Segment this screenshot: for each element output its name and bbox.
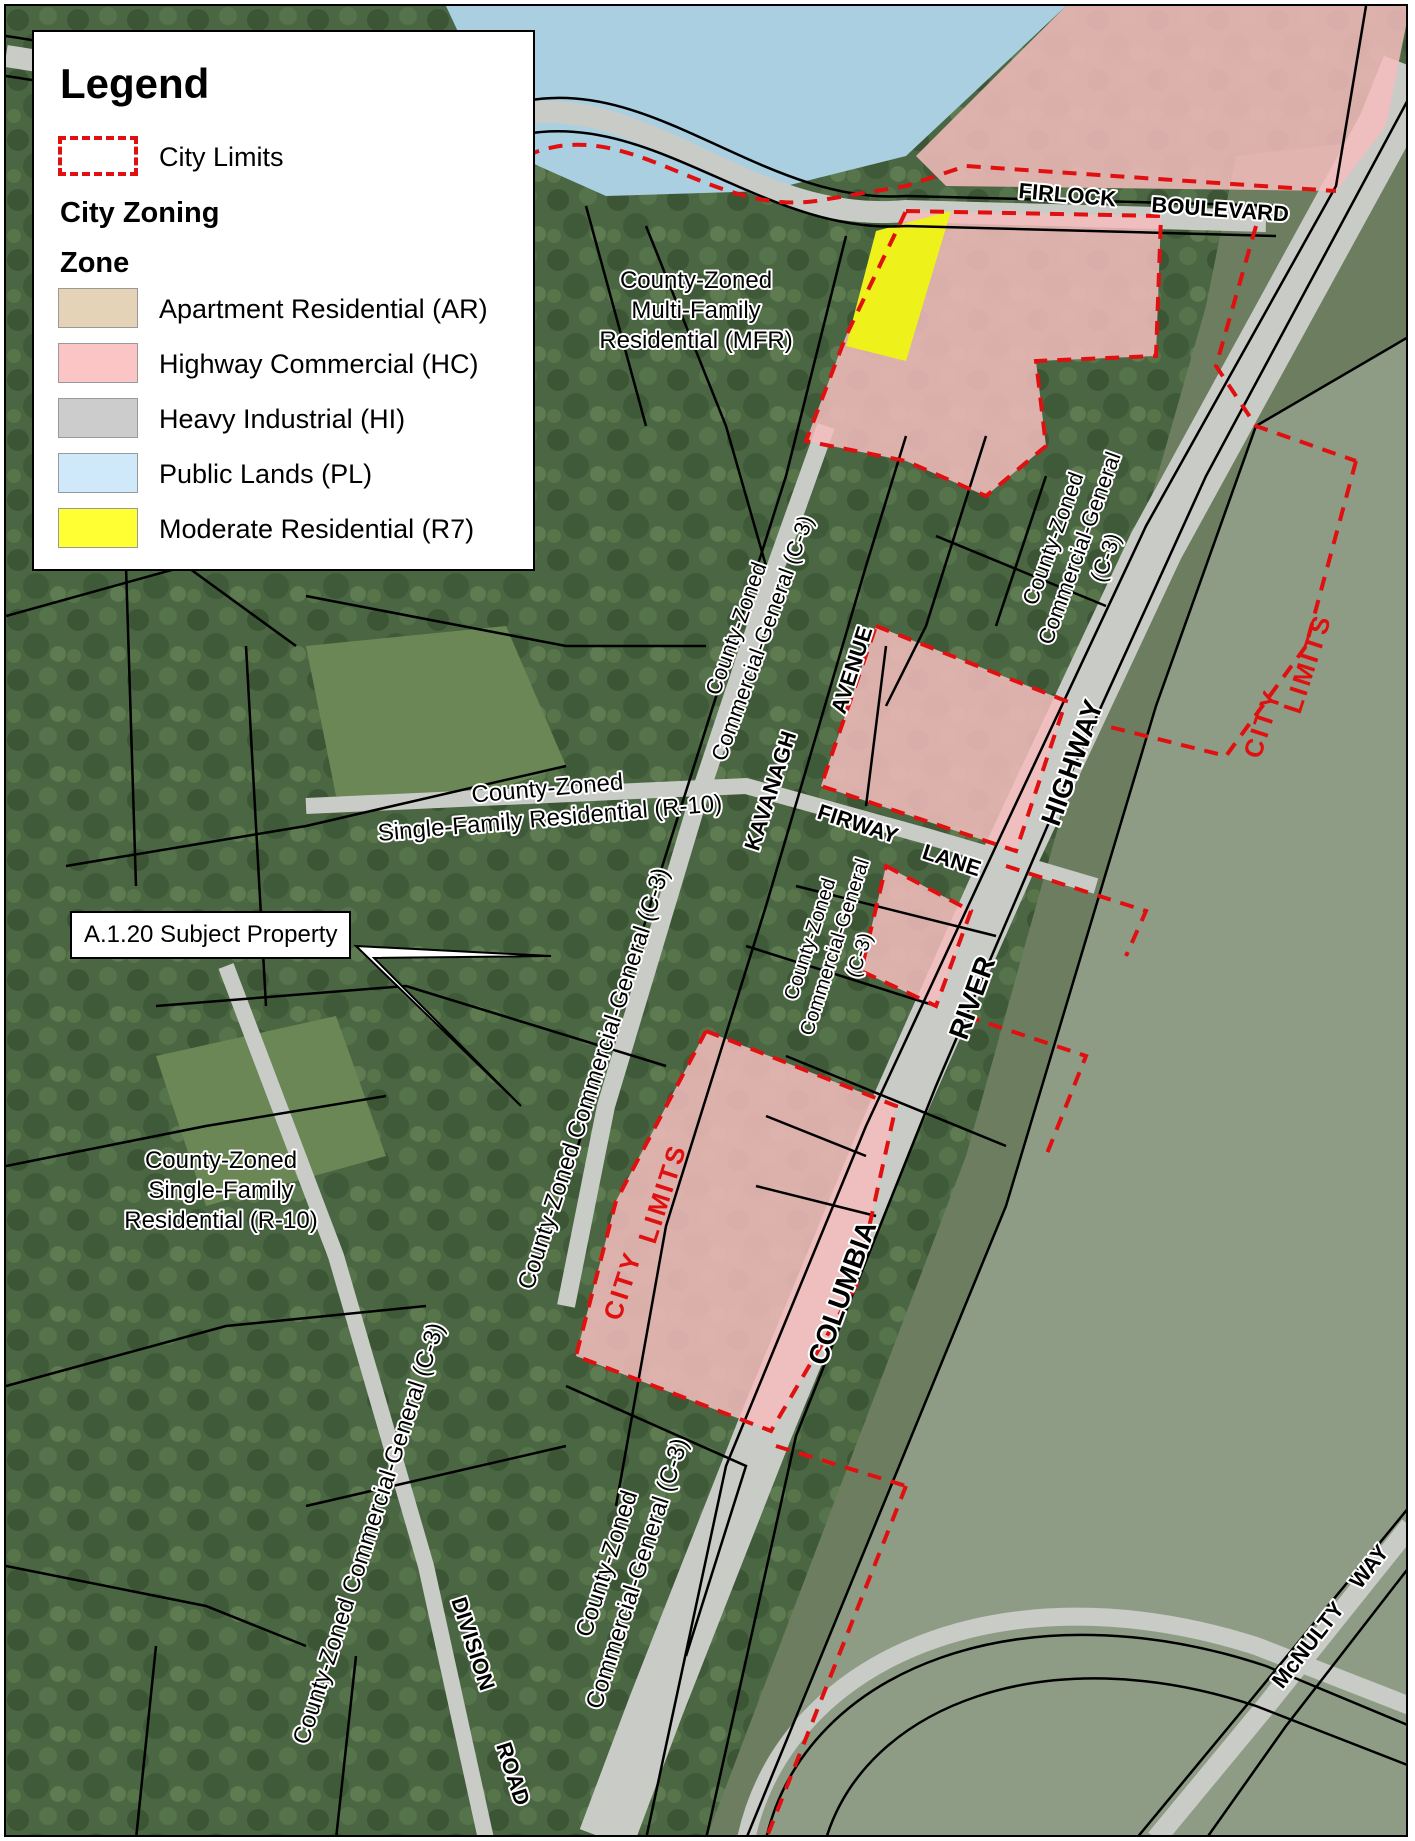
zone-label-mfr-1: County-Zoned bbox=[620, 267, 772, 294]
division-road bbox=[218, 963, 494, 1835]
city-limits-lines bbox=[525, 142, 1358, 1835]
rail-strip bbox=[707, 136, 1406, 1835]
zone-label-mfr-2: Multi-Family bbox=[631, 297, 760, 324]
kavanagh-road bbox=[557, 422, 835, 1308]
curve-road bbox=[737, 1607, 1406, 1835]
city-limits-label-4: CITY bbox=[597, 1247, 648, 1324]
field-area bbox=[747, 338, 1406, 1835]
legend-label-city-limits: City Limits bbox=[159, 142, 284, 172]
map-label-layer: FIRLOCK BOULEVARD County-Zoned Multi-Fam… bbox=[122, 176, 1396, 1810]
clearing-area bbox=[306, 626, 566, 806]
zone-label-mfr-3: Residential (MFR) bbox=[599, 327, 792, 354]
city-limits-label-2: CITY bbox=[1237, 685, 1288, 762]
parcel-lines bbox=[6, 6, 1406, 1835]
legend-title: Legend bbox=[60, 60, 210, 107]
zone-label-r10b-1: County-Zoned bbox=[145, 1147, 297, 1174]
legend-label-ar: Apartment Residential (AR) bbox=[159, 294, 488, 324]
pl-swatch bbox=[58, 453, 138, 493]
hi-swatch bbox=[58, 398, 138, 438]
road-label-highway: HIGHWAY bbox=[1035, 696, 1109, 830]
road-label-kavanagh: KAVANAGH bbox=[739, 728, 801, 854]
city-limits-label-3: LIMITS bbox=[632, 1140, 692, 1247]
city-limits-label-1: LIMITS bbox=[1277, 610, 1337, 717]
r7-zone bbox=[846, 211, 951, 361]
road-label-boulevard: BOULEVARD bbox=[1151, 192, 1290, 227]
hc-zone bbox=[576, 1031, 896, 1431]
r7-swatch bbox=[58, 508, 138, 548]
road-label-firlock: FIRLOCK bbox=[1018, 178, 1118, 211]
zone-label-r10b-3: Residential (R-10) bbox=[124, 1207, 317, 1234]
ar-swatch bbox=[58, 288, 138, 328]
road-label-division: DIVISION bbox=[446, 1594, 500, 1694]
hc-swatch bbox=[58, 343, 138, 383]
road-label-firway: FIRWAY bbox=[814, 799, 901, 849]
road-label-river: RIVER bbox=[943, 952, 1001, 1043]
road-label-road: ROAD bbox=[491, 1739, 535, 1808]
zone-label-r10b-2: Single-Family bbox=[148, 1177, 293, 1204]
legend-label-pl: Public Lands (PL) bbox=[159, 459, 373, 489]
firway-road bbox=[305, 777, 1099, 894]
legend-heading-city-zoning: City Zoning bbox=[60, 197, 220, 229]
road-label-mcnulty-way: McNULTY WAY bbox=[1267, 1540, 1394, 1693]
legend-heading-zone: Zone bbox=[60, 247, 130, 279]
legend-label-hi: Heavy Industrial (HI) bbox=[159, 404, 406, 434]
clearing-area bbox=[156, 1016, 386, 1206]
hc-zone bbox=[916, 6, 1406, 191]
city-limits-swatch bbox=[58, 136, 138, 176]
zoning-map: FIRLOCK BOULEVARD County-Zoned Multi-Fam… bbox=[4, 4, 1408, 1837]
zone-label-c3e: County-Zoned Commercial-General (C-3) bbox=[288, 1320, 450, 1748]
legend-label-r7: Moderate Residential (R7) bbox=[159, 514, 475, 544]
callout-label: A.1.20 Subject Property bbox=[84, 921, 338, 948]
road-label-lane: LANE bbox=[919, 839, 984, 881]
legend-label-hc: Highway Commercial (HC) bbox=[159, 349, 479, 379]
subject-property-callout: A.1.20 Subject Property bbox=[70, 911, 352, 959]
mcnulty-road bbox=[1148, 1519, 1406, 1835]
callout-pointer bbox=[353, 944, 552, 1107]
legend-panel: Legend City Limits City Zoning Zone Apar… bbox=[32, 30, 535, 571]
road-label-columbia: COLUMBIA bbox=[802, 1217, 883, 1369]
road-label-avenue: AVENUE bbox=[826, 623, 878, 716]
hc-zone bbox=[861, 866, 971, 1006]
highway-road bbox=[579, 55, 1406, 1835]
